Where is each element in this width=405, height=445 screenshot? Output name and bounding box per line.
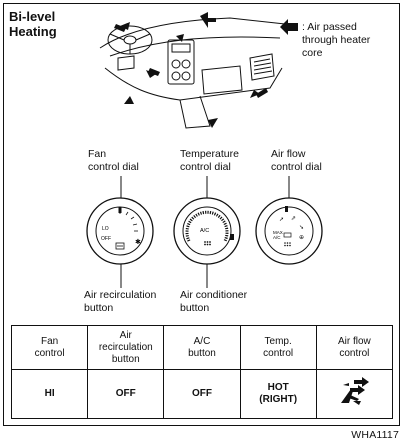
airflow-control-dial[interactable]: ➚ ⇗ ➘ ⊕ MAX A/C bbox=[254, 196, 324, 266]
recirc-label-line-2: button bbox=[84, 302, 114, 314]
windshield-icon bbox=[283, 232, 292, 238]
legend-arrow-icon bbox=[280, 19, 298, 35]
value-recirculation-button: OFF bbox=[87, 369, 165, 419]
fan-lo-mark: LO bbox=[102, 226, 109, 232]
legend-text: : Air passed through heater core bbox=[302, 21, 370, 60]
fan-control-dial[interactable]: LO OFF ✱ bbox=[85, 196, 155, 266]
header-temp-control: Temp.control bbox=[239, 325, 317, 370]
legend-line-3: core bbox=[302, 47, 323, 59]
face-mode-icon: ➚ bbox=[279, 216, 284, 223]
title-line-2: Heating bbox=[9, 24, 57, 39]
ac-button-label: Air conditioner button bbox=[180, 289, 247, 315]
value-ac-button: OFF bbox=[163, 369, 241, 419]
fan-off-mark: OFF bbox=[101, 236, 111, 242]
figure-title: Bi-level Heating bbox=[9, 9, 57, 39]
temp-dial-label: Temperature control dial bbox=[180, 148, 239, 174]
legend-line-1: : Air passed bbox=[302, 21, 357, 33]
recirc-button-label: Air recirculation button bbox=[84, 289, 156, 315]
airflow-max-mark: MAX bbox=[273, 230, 283, 235]
figure-code: WHA1117 bbox=[351, 429, 399, 441]
recirc-label-line-1: Air recirculation bbox=[84, 289, 157, 301]
temp-dial-label-line-1: Temperature bbox=[180, 148, 239, 160]
temp-ac-mark: A/C bbox=[200, 228, 209, 234]
dashboard-illustration bbox=[99, 12, 286, 129]
ac-label-line-2: button bbox=[180, 302, 210, 314]
airflow-ac-mark: A/C bbox=[273, 235, 281, 240]
title-line-1: Bi-level bbox=[9, 9, 56, 24]
airflow-dial-label: Air flow control dial bbox=[271, 148, 322, 174]
table-value-row: HI OFF OFF HOT(RIGHT) bbox=[10, 369, 394, 419]
ac-button-icon[interactable] bbox=[204, 241, 211, 246]
value-temp-control: HOT(RIGHT) bbox=[239, 369, 317, 419]
foot-mode-icon: ➘ bbox=[299, 224, 304, 231]
fan-dial-label-line-2: control dial bbox=[88, 161, 139, 173]
legend-line-2: through heater bbox=[302, 34, 371, 46]
temperature-control-dial[interactable]: A/C bbox=[172, 196, 242, 266]
bi-level-airflow-icon bbox=[341, 377, 370, 405]
airflow-dial-label-line-2: control dial bbox=[271, 161, 322, 173]
fan-dial-label-line-1: Fan bbox=[88, 148, 107, 160]
recirc-button-icon[interactable] bbox=[115, 242, 125, 250]
airflow-dial-label-line-1: Air flow bbox=[271, 148, 306, 160]
value-fan-control: HI bbox=[10, 369, 89, 419]
temp-dial-label-line-2: control dial bbox=[180, 161, 231, 173]
rear-defrost-icon bbox=[284, 242, 291, 247]
figure-frame bbox=[3, 3, 400, 426]
bilevel-mode-icon: ⇗ bbox=[291, 215, 296, 222]
defrost-mode-icon: ⊕ bbox=[299, 234, 304, 241]
value-airflow-control bbox=[315, 369, 394, 419]
fan-icon: ✱ bbox=[135, 238, 141, 246]
fan-dial-label: Fan control dial bbox=[88, 148, 139, 174]
ac-label-line-1: Air conditioner bbox=[180, 289, 248, 301]
